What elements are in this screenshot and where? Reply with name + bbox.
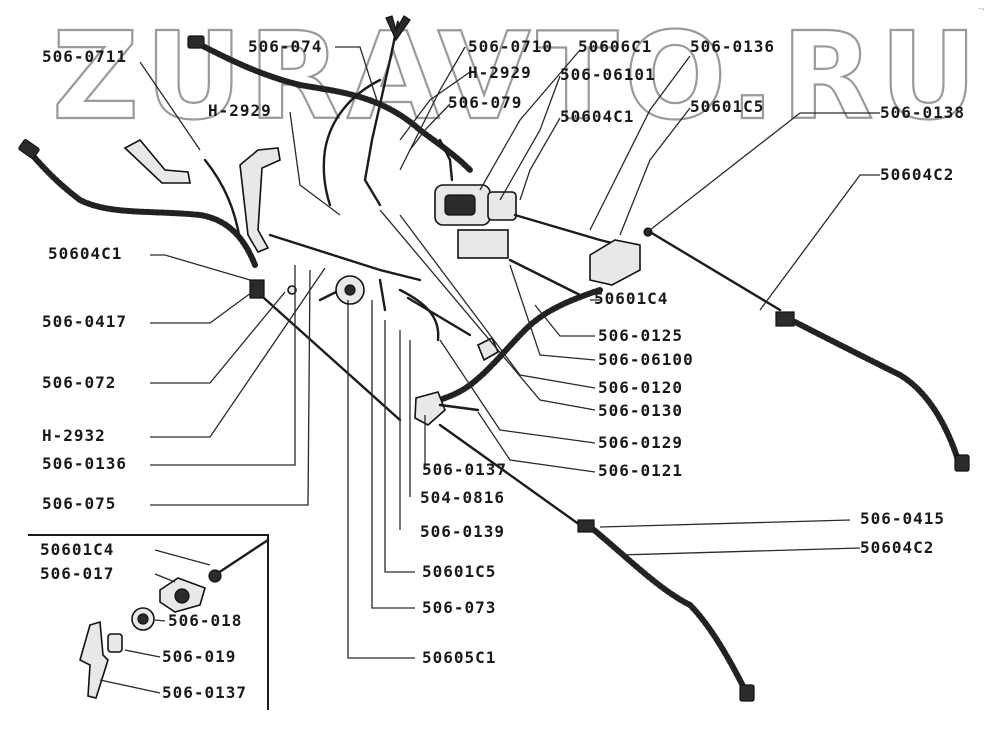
label-h2932: Н-2932	[42, 426, 106, 445]
cable-clip-lower	[577, 519, 595, 533]
spring-506-0129	[438, 403, 480, 412]
inset-lever-506-0137	[79, 620, 109, 699]
pedal-bracket	[123, 138, 191, 184]
label-506-0137-inset: 506-0137	[162, 683, 247, 702]
inset-cable-end	[213, 538, 270, 577]
assembly-illustration	[18, 15, 970, 710]
label-506-0120: 506-0120	[598, 378, 683, 397]
cable-end-left	[18, 139, 40, 159]
label-506-0711: 506-0711	[42, 47, 127, 66]
lower-left-rod	[253, 288, 402, 422]
lower-lever-506-0137	[414, 391, 446, 426]
label-50601c4-mid: 50601С4	[594, 289, 668, 308]
label-506-0125: 506-0125	[598, 326, 683, 345]
equalizer-hub	[344, 284, 356, 296]
servo-bracket-arm	[438, 138, 454, 182]
label-506-074: 506-074	[248, 37, 322, 56]
label-50601c4-inset: 50601С4	[40, 540, 114, 559]
servo-gearbox	[487, 191, 517, 221]
equalizer-arm	[318, 290, 338, 302]
label-50606c1: 50606С1	[578, 37, 652, 56]
label-50604c2-bot: 50604С2	[860, 538, 934, 557]
label-506-0710: 506-0710	[468, 37, 553, 56]
label-506-075: 506-075	[42, 494, 116, 513]
inset-sleeve-506-019	[107, 633, 123, 653]
label-506-073: 506-073	[422, 598, 496, 617]
label-506-072: 506-072	[42, 373, 116, 392]
leader-lines	[99, 46, 880, 694]
watermark-text: ZURAVTO.RU	[52, 8, 983, 147]
servo-lower-rod	[508, 258, 582, 297]
label-506-0137-mid: 506-0137	[422, 460, 507, 479]
part-labels: 506-0711 506-074 506-0710 50606С1 506-01…	[40, 37, 965, 702]
label-506-0139: 506-0139	[420, 522, 505, 541]
label-50601c5-bot: 50601С5	[422, 562, 496, 581]
rear-right-rod	[648, 230, 782, 312]
spring-rod	[406, 296, 472, 337]
rear-right-hose	[792, 319, 961, 463]
lever-fork-top	[385, 15, 411, 42]
label-h2929-left: Н-2929	[208, 101, 272, 120]
lower-diagonal-rod	[438, 423, 582, 527]
label-506-0136-top: 506-0136	[690, 37, 775, 56]
hand-lever-rod	[363, 20, 400, 207]
servo-output-rod	[513, 213, 622, 247]
clip-506-072	[287, 285, 297, 295]
label-506-017: 506-017	[40, 564, 114, 583]
corner-mark: ·-	[978, 4, 985, 15]
servo-motor-core	[444, 194, 476, 216]
label-h2929-top: Н-2929	[468, 63, 532, 82]
label-504-0816: 504-0816	[420, 488, 505, 507]
pedal-link-rod	[203, 158, 242, 242]
label-506-0130: 506-0130	[598, 401, 683, 420]
bracket-506-0417	[249, 279, 265, 299]
servo-mount-plate	[457, 229, 509, 259]
label-506-018: 506-018	[168, 611, 242, 630]
cable-end-right	[954, 454, 970, 472]
rear-bracket-506-0138	[589, 239, 641, 286]
label-506-079: 506-079	[448, 93, 522, 112]
lever-arc-rod	[322, 78, 382, 207]
label-50605c1: 50605С1	[422, 648, 496, 667]
label-50604c1-left: 50604С1	[48, 244, 122, 263]
inset-frame	[28, 534, 269, 710]
label-50601c5-top: 50601С5	[690, 97, 764, 116]
cable-end-bottom	[739, 684, 755, 702]
center-link	[378, 278, 387, 312]
label-506-019: 506-019	[162, 647, 236, 666]
label-506-0138: 506-0138	[880, 103, 965, 122]
mid-cross-rod	[268, 233, 422, 282]
right-link-rod	[398, 288, 440, 342]
inset-bushing-hole	[137, 613, 149, 625]
label-506-0136-left: 506-0136	[42, 454, 127, 473]
label-50604c2-top: 50604С2	[880, 165, 954, 184]
label-506-0129: 506-0129	[598, 433, 683, 452]
cable-end-top-left	[187, 35, 205, 49]
label-50604c1-top: 50604С1	[560, 107, 634, 126]
label-506-06101: 506-06101	[560, 65, 656, 84]
inset-flange-hole	[174, 588, 190, 604]
label-506-0121: 506-0121	[598, 461, 683, 480]
brake-pedal	[239, 147, 281, 253]
label-506-0415: 506-0415	[860, 509, 945, 528]
left-hose-cable	[25, 147, 258, 268]
inset-cable-ball	[208, 569, 222, 583]
cable-clip-upper	[775, 311, 795, 327]
lower-hose-cable	[591, 527, 748, 693]
label-506-06100: 506-06100	[598, 350, 694, 369]
label-506-0417: 506-0417	[42, 312, 127, 331]
